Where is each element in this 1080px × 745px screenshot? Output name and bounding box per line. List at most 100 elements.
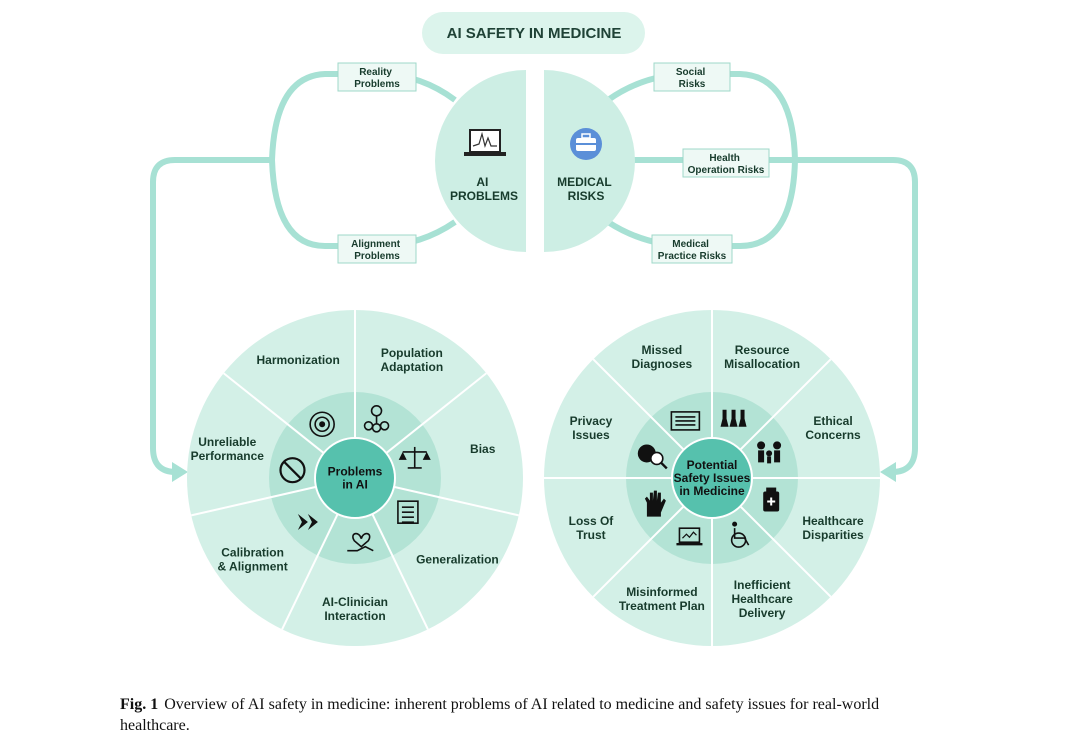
sector-label-line: Disparities	[802, 528, 864, 542]
sector-label-line: Generalization	[416, 553, 499, 567]
tag-reality-problems: Reality Problems	[337, 62, 417, 92]
sector-divider	[223, 372, 325, 454]
left-long-connector	[150, 157, 272, 475]
svg-text:Medical Practice Risks: Medical Practice Risks	[658, 239, 727, 262]
medical-risks-label: MEDICAL RISKS	[557, 175, 615, 203]
left-loop-upper	[269, 71, 457, 161]
sector-label-line: Resource	[735, 343, 790, 357]
wheel-center	[671, 437, 753, 519]
sector-label-bias: Bias	[470, 442, 496, 456]
sector-label-line: AI-Clinician	[322, 595, 388, 609]
target-icon	[309, 411, 335, 438]
sector-divider	[393, 485, 520, 517]
wheelchair-icon	[730, 521, 750, 548]
magnifier-icon	[637, 444, 668, 470]
svg-text:Reality Problems: Reality Problems	[354, 67, 400, 90]
arrows-icon	[297, 513, 318, 530]
sector-label-line: Treatment Plan	[619, 599, 705, 613]
sector-label-line: Issues	[572, 428, 610, 442]
sector-label-line: & Alignment	[217, 560, 287, 574]
medical-risks-line-1: MEDICAL	[557, 175, 611, 189]
right-loop-lower	[606, 159, 798, 249]
sector-label-line: Harmonization	[256, 353, 339, 367]
wheel-center	[314, 437, 396, 519]
tag-alignment-line-2: Problems	[354, 251, 400, 262]
wheel-center-line: Problems	[328, 465, 383, 479]
sector-label-line: Adaptation	[381, 360, 444, 374]
tag-medical-practice-risks: Medical Practice Risks	[651, 234, 733, 264]
ai-problems-half: AI PROBLEMS	[435, 70, 526, 252]
left-loop-lower	[269, 159, 457, 249]
sector-divider	[371, 513, 429, 630]
sector-label-line: Loss Of	[569, 514, 615, 528]
prohibited-icon	[279, 457, 306, 484]
sector-label-line: Interaction	[324, 609, 385, 623]
lab-flasks-icon	[720, 409, 747, 427]
sector-label-line: Bias	[470, 442, 496, 456]
medical-risks-half: MEDICAL RISKS	[544, 70, 635, 252]
tag-medical-line-1: Medical	[672, 239, 709, 250]
sector-divider	[592, 358, 685, 451]
wheel-center-line: in AI	[342, 478, 368, 492]
report-icon	[670, 411, 701, 431]
sector-label-harmonization: Harmonization	[256, 353, 339, 367]
tag-health-operation-risks: Health Operation Risks	[682, 148, 770, 178]
family-icon	[757, 441, 782, 464]
sector-divider	[739, 358, 832, 451]
sector-divider	[385, 372, 487, 454]
right-long-connector	[795, 157, 918, 475]
population-icon	[363, 404, 390, 433]
tag-reality-line-2: Problems	[354, 79, 400, 90]
svg-text:Alignment Problems: Alignment Problems	[351, 239, 403, 262]
sector-label-line: Missed	[642, 343, 683, 357]
sector-label-line: Misallocation	[724, 357, 800, 371]
tag-health-line-2: Operation Risks	[688, 165, 765, 176]
ai-safety-diagram: AI SAFETY IN MEDICINE AI PROBLEMS MEDICA…	[150, 12, 918, 646]
sector-label-line: Calibration	[221, 546, 284, 560]
laptop-icon	[464, 129, 506, 156]
svg-text:Health Operation Risks: Health Operation Risks	[688, 153, 765, 176]
sector-label-line: Unreliable	[198, 435, 256, 449]
ai-problems-line-2: PROBLEMS	[450, 189, 518, 203]
sector-label-line: Diagnoses	[632, 357, 693, 371]
sector-label-line: Performance	[191, 449, 265, 463]
sector-label-line: Population	[381, 346, 443, 360]
wheel-center-line: in Medicine	[679, 484, 745, 498]
sector-label-line: Healthcare	[802, 514, 864, 528]
ai-problems-line-1: AI	[476, 175, 488, 189]
sector-label-line: Trust	[576, 528, 605, 542]
diagram-title: AI SAFETY IN MEDICINE	[447, 25, 622, 42]
tag-social-line-2: Risks	[679, 79, 706, 90]
tag-social-line-1: Social	[676, 67, 706, 78]
sector-divider	[739, 505, 832, 598]
right-loop-upper	[606, 71, 798, 161]
sector-label-line: Delivery	[739, 606, 786, 620]
sector-label-calibration-alignment: Calibration& Alignment	[217, 546, 287, 574]
wheel-center-line: Potential	[687, 458, 738, 472]
caption-label: Fig. 1	[120, 696, 159, 713]
document-icon	[397, 500, 419, 524]
sector-label-line: Inefficient	[734, 578, 791, 592]
tag-social-risks: Social Risks	[653, 62, 731, 92]
tag-medical-line-2: Practice Risks	[658, 251, 727, 262]
scales-icon	[398, 446, 431, 469]
svg-text:Social Risks: Social Risks	[676, 67, 708, 90]
medical-risks-line-2: RISKS	[568, 189, 605, 203]
medicine-bottle-icon	[763, 487, 780, 512]
sector-label-generalization: Generalization	[416, 553, 499, 567]
